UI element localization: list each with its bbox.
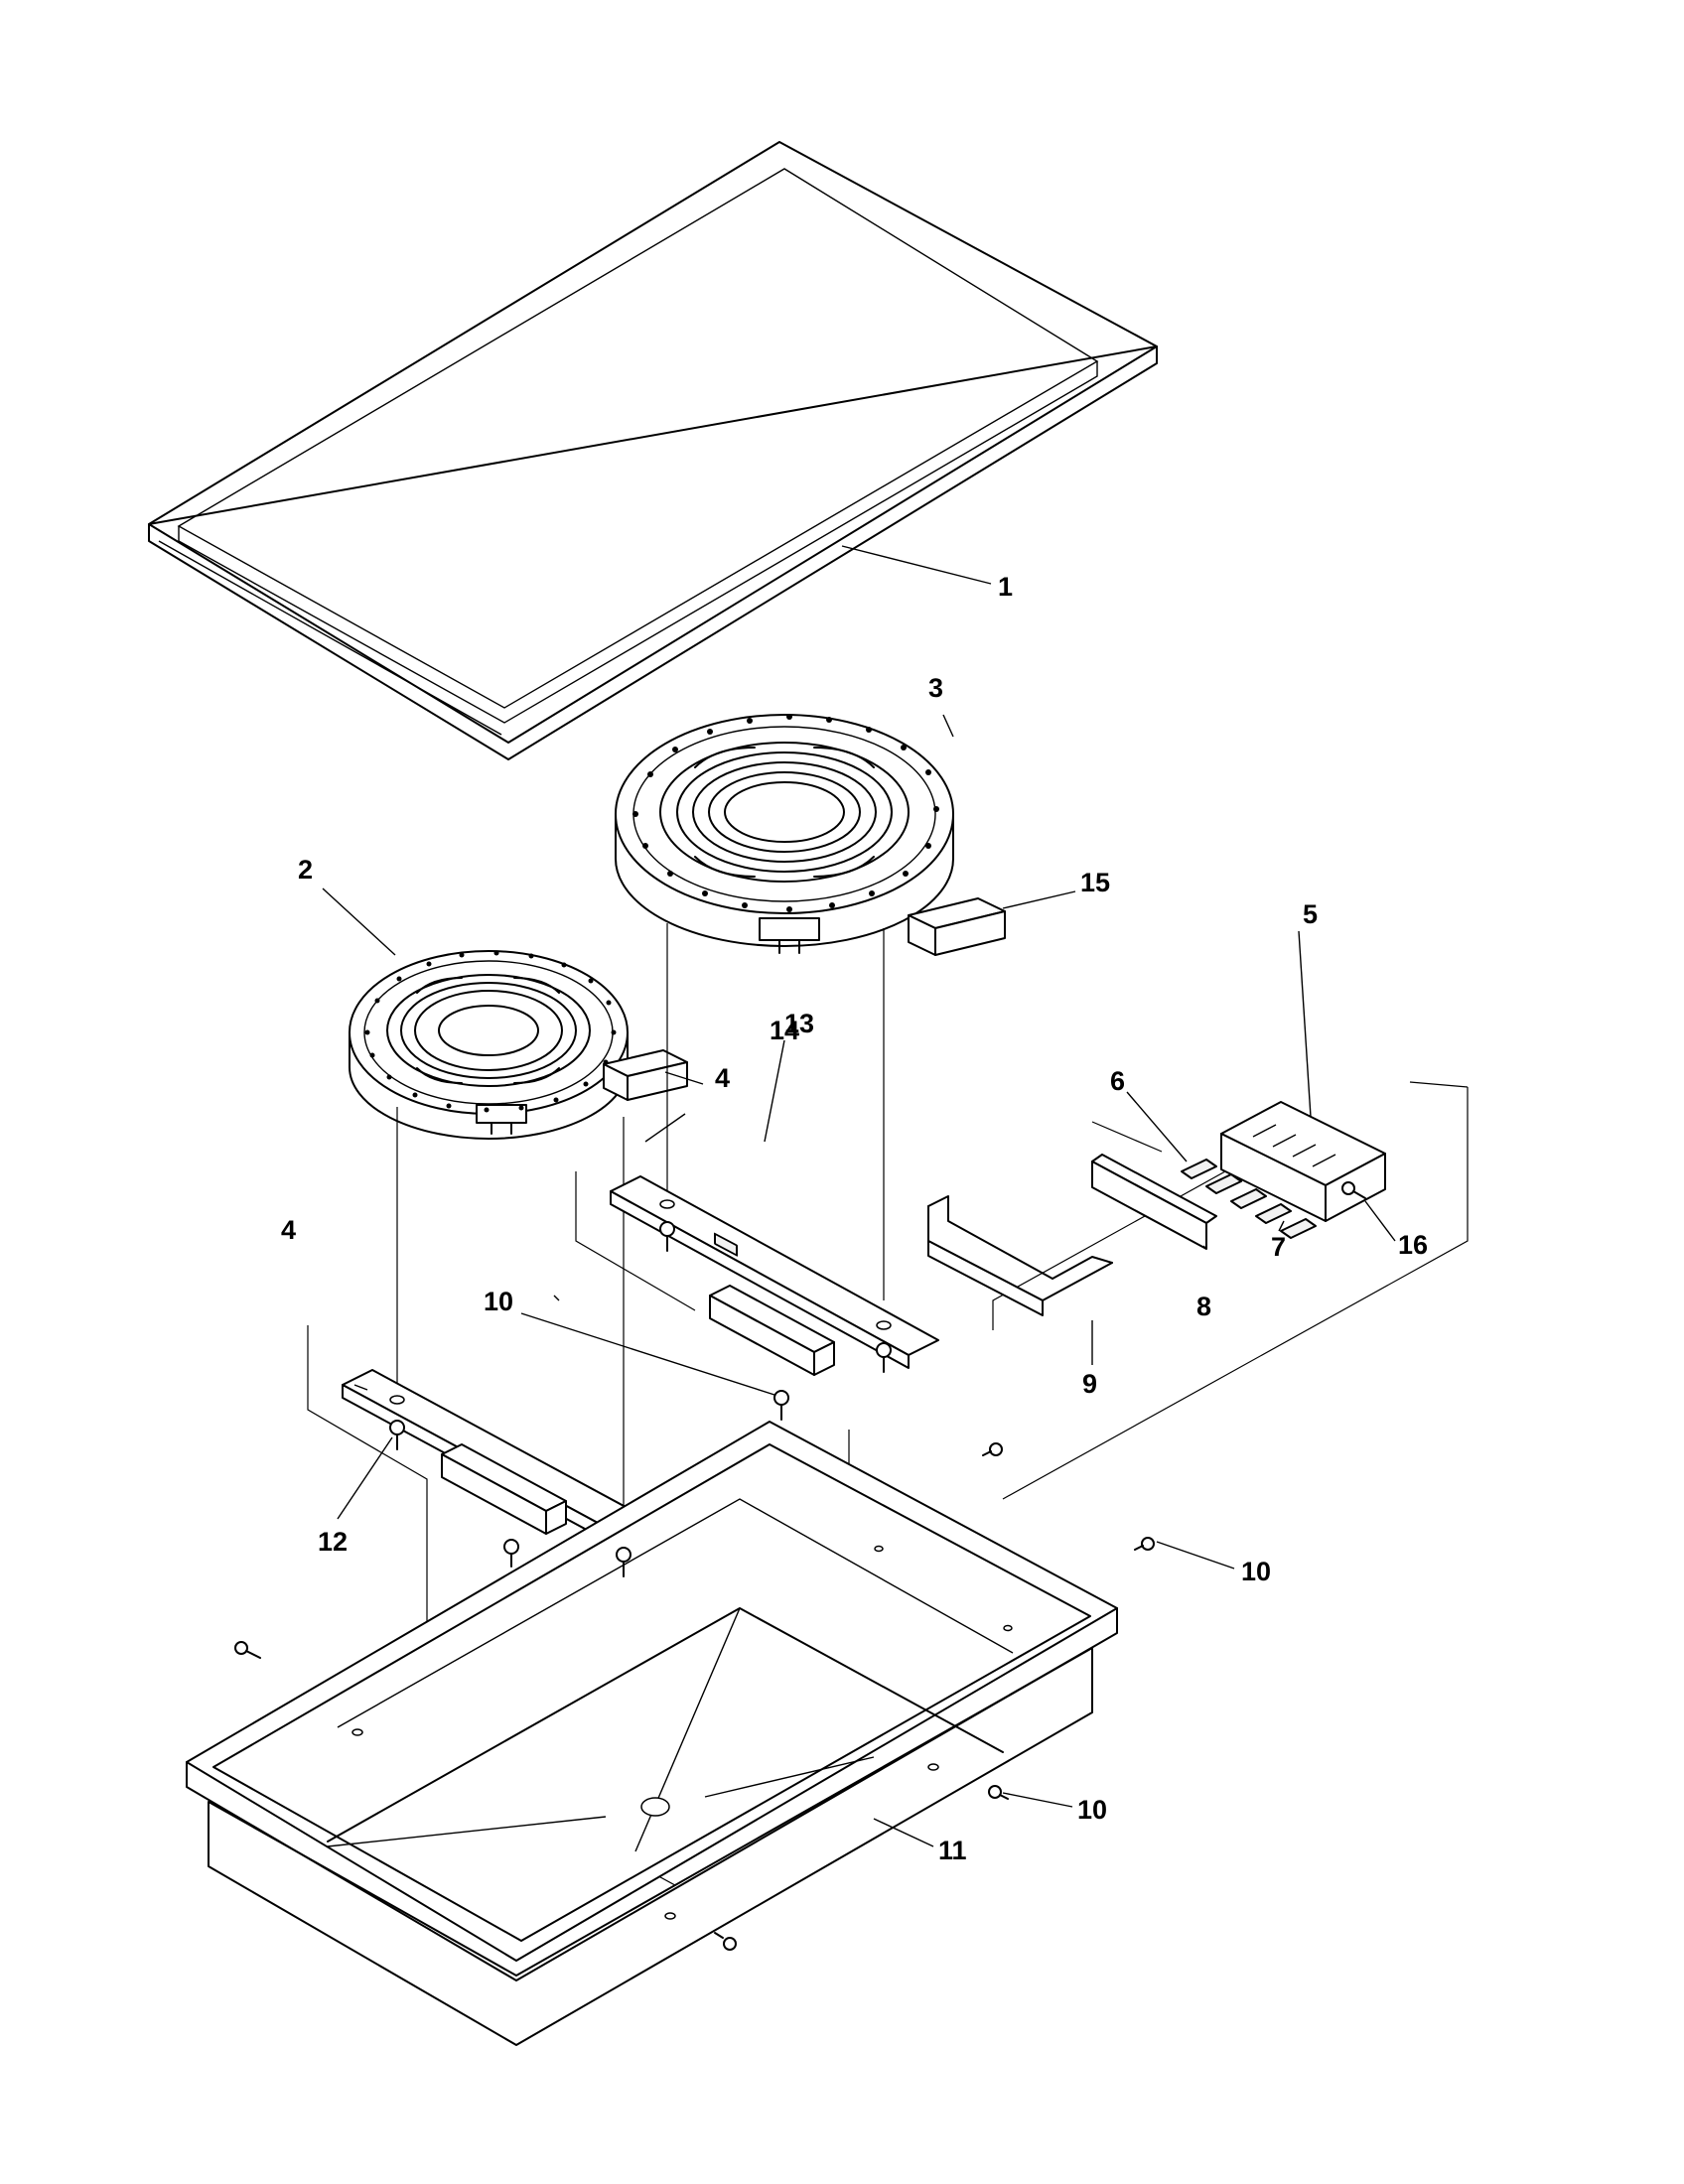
callout-5: 5 bbox=[1303, 899, 1318, 929]
screw-h-icon bbox=[988, 1785, 1009, 1800]
screw-i-icon bbox=[714, 1932, 737, 1951]
callout-4b: 4 bbox=[281, 1215, 296, 1245]
front-channel-bracket bbox=[441, 1443, 567, 1535]
callout-15: 15 bbox=[1080, 868, 1110, 897]
screw-e-icon bbox=[982, 1442, 1003, 1456]
screw-f-icon bbox=[1134, 1537, 1155, 1551]
callout-2: 2 bbox=[298, 855, 313, 885]
callout-9: 9 bbox=[1082, 1369, 1097, 1399]
callout-3: 3 bbox=[928, 673, 943, 703]
callout-6: 6 bbox=[1110, 1066, 1125, 1096]
callout-4a: 4 bbox=[715, 1063, 730, 1093]
callout-8: 8 bbox=[1196, 1292, 1211, 1321]
screw-a-icon bbox=[659, 1221, 675, 1252]
callout-14: 14 bbox=[770, 1016, 799, 1045]
callout-10c: 10 bbox=[1077, 1795, 1107, 1825]
screw-16-icon bbox=[1341, 1181, 1366, 1199]
part-8-insulator-strip bbox=[1091, 1154, 1217, 1250]
callout-7: 7 bbox=[1271, 1232, 1286, 1262]
part-3-large-heating-element bbox=[615, 714, 954, 954]
screw-c-icon bbox=[503, 1539, 519, 1568]
callout-12: 12 bbox=[318, 1527, 348, 1557]
callout-16: 16 bbox=[1398, 1230, 1428, 1260]
callout-10a: 10 bbox=[484, 1287, 513, 1316]
screw-d-icon bbox=[616, 1547, 632, 1577]
part-15-terminal-block bbox=[908, 897, 1006, 956]
part-11-burner-box bbox=[186, 1421, 1118, 2046]
part-5-terminal-block bbox=[1220, 1101, 1386, 1222]
screw-12-icon bbox=[389, 1420, 405, 1450]
part-6-7-terminal-clips bbox=[1181, 1159, 1317, 1239]
leader-lines bbox=[322, 545, 1396, 1847]
callout-labels: 1 2 3 4 4 5 6 7 8 9 10 10 10 11 12 13 14… bbox=[281, 572, 1428, 1865]
screw-10-rear-icon bbox=[773, 1390, 789, 1421]
callout-11: 11 bbox=[938, 1836, 967, 1865]
part-14-terminal-block bbox=[603, 1049, 688, 1101]
part-13-channel-bracket bbox=[709, 1285, 835, 1376]
part-1-glass-cooktop bbox=[148, 141, 1158, 760]
part-9-mounting-bracket bbox=[927, 1195, 1113, 1316]
callout-10b: 10 bbox=[1241, 1557, 1271, 1586]
callout-1: 1 bbox=[998, 572, 1013, 602]
screw-g-icon bbox=[234, 1641, 261, 1659]
fastener-screws bbox=[234, 1181, 1366, 1951]
part-4-rear-mounting-bracket bbox=[610, 1175, 939, 1369]
screw-b-icon bbox=[876, 1342, 892, 1373]
part-2-small-heating-element bbox=[349, 950, 629, 1140]
callout-13: 13 bbox=[784, 1009, 814, 1038]
